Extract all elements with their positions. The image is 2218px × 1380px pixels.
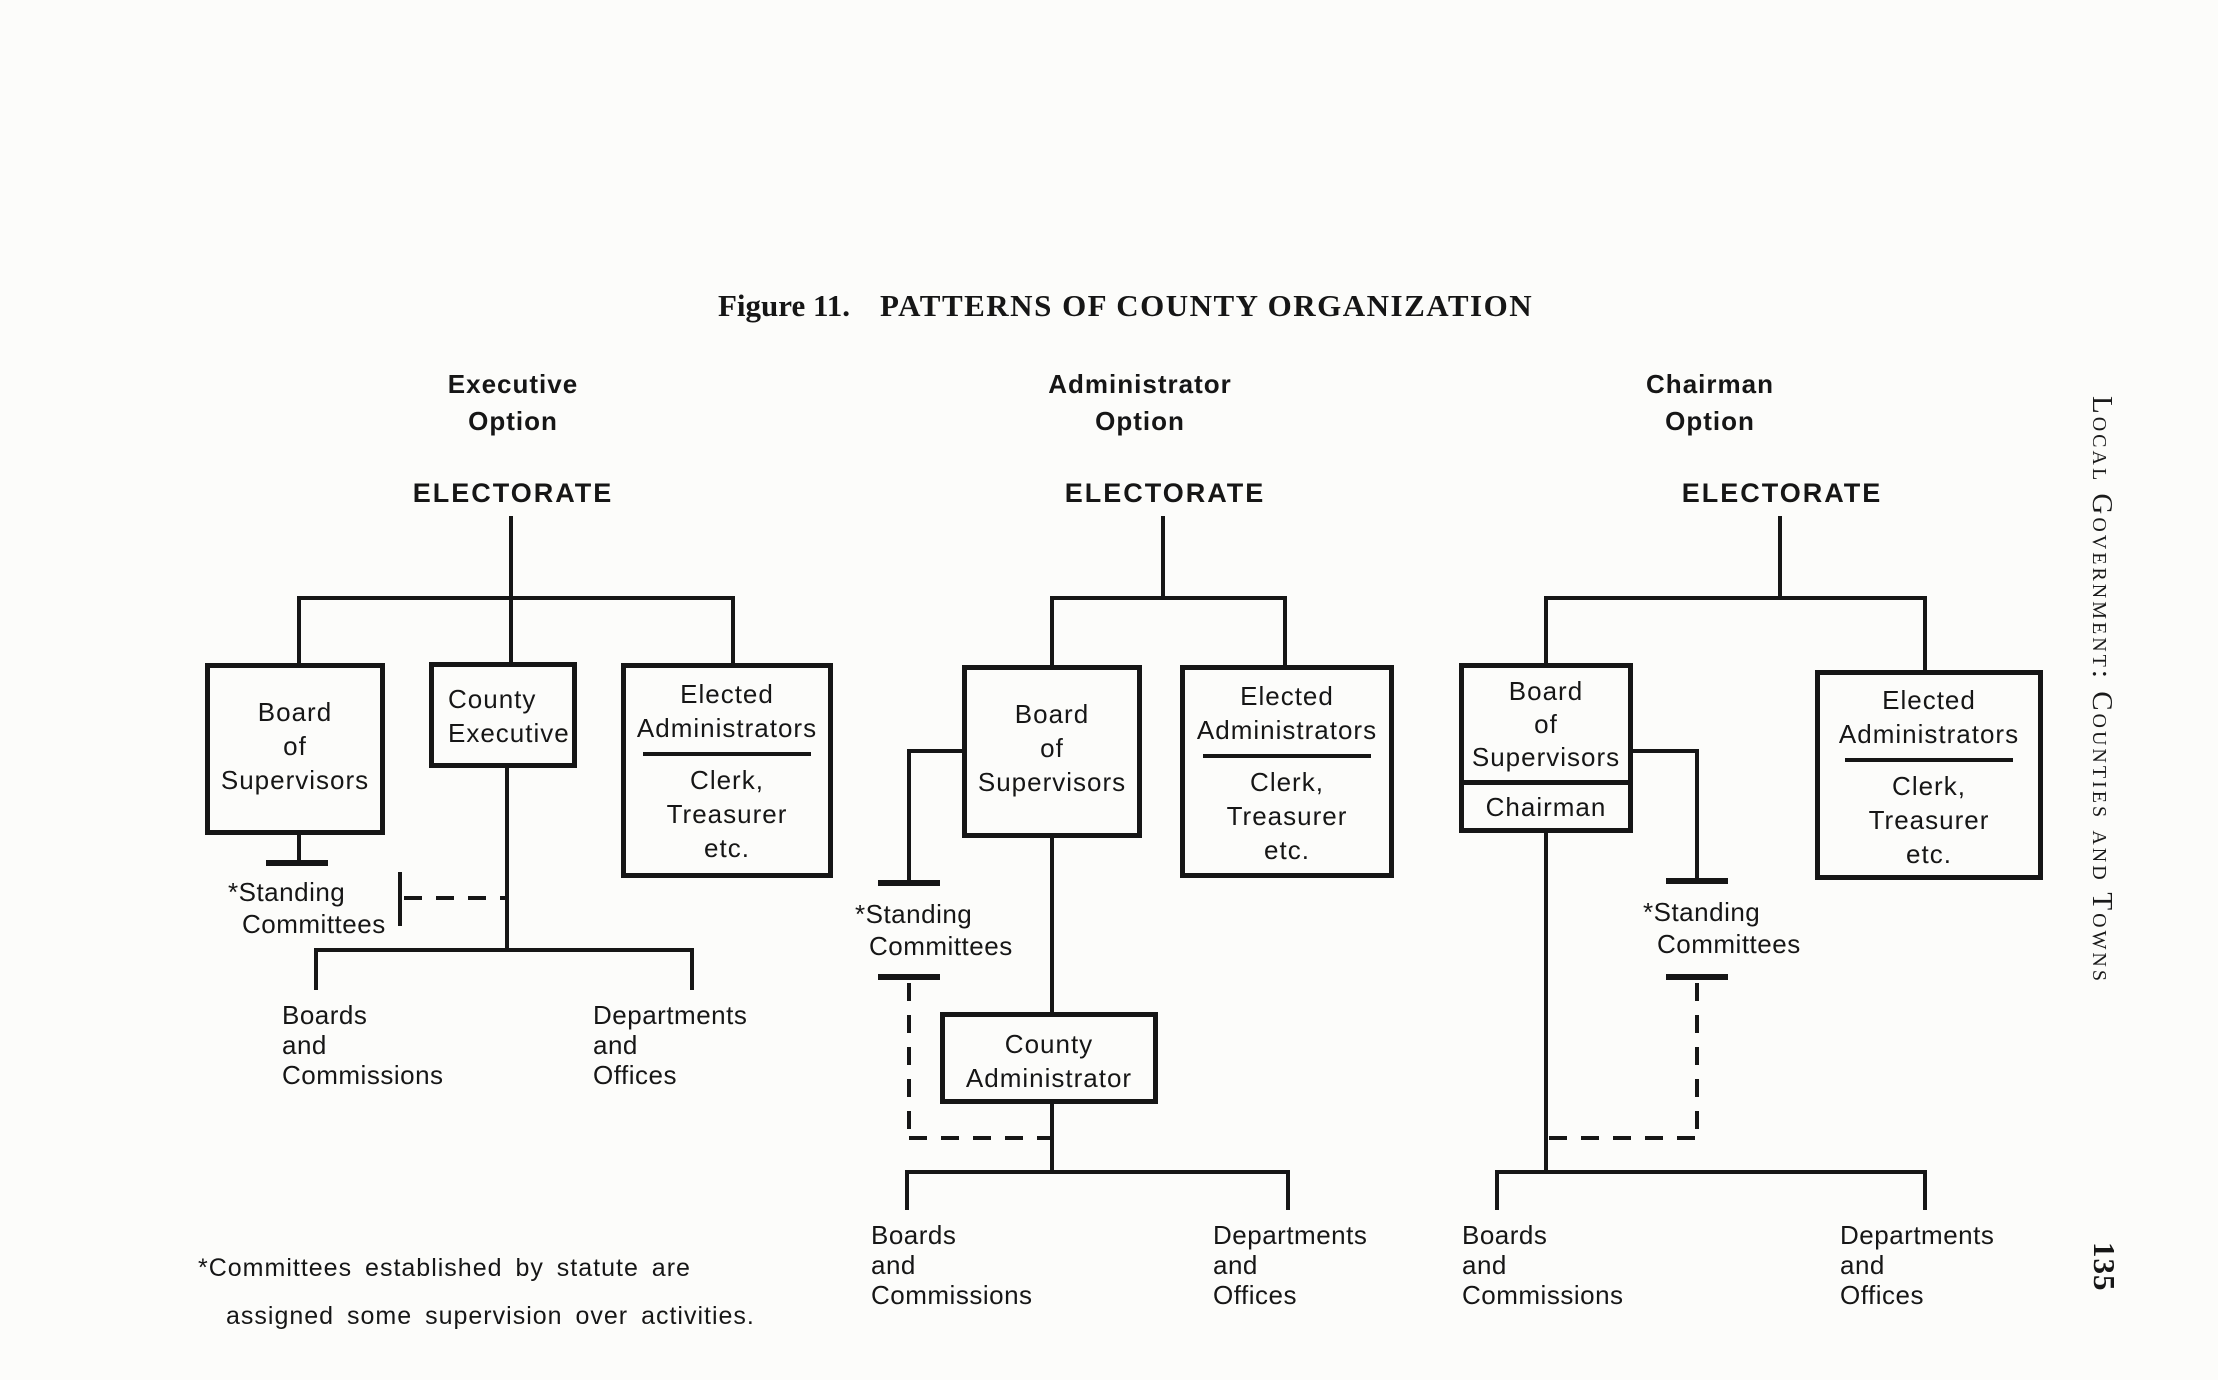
connector-leg (1286, 1172, 1290, 1210)
connector-leg (905, 1172, 909, 1210)
t-bar (1666, 878, 1728, 884)
dashed-connector-v (1695, 983, 1699, 1138)
dashed-connector-h (1549, 1136, 1697, 1140)
box-divider-rule (643, 752, 811, 756)
connector-drop (731, 598, 735, 663)
electorate-label-administrator: ELECTORATE (1064, 478, 1266, 508)
connector-trunk (1161, 516, 1165, 598)
board-of-supervisors-box: Board of Supervisors (205, 663, 385, 835)
connector-drop (297, 598, 301, 663)
figure-title: Figure 11. PATTERNS OF COUNTY ORGANIZATIO… (718, 288, 1533, 324)
board-of-supervisors-chairman-box: Board of Supervisors Chairman (1459, 663, 1633, 833)
standing-committees-label: *Standing Committees (855, 899, 1013, 961)
box-divider-rule (1203, 754, 1371, 758)
connector-leg (690, 950, 694, 990)
connector-tail (297, 835, 301, 861)
box-divider-rule (1845, 758, 2013, 762)
board-of-supervisors-box: Board of Supervisors (962, 665, 1142, 838)
t-bar (878, 974, 940, 980)
standing-committees-label: *Standing Committees (228, 877, 386, 939)
connector-branch (1050, 596, 1287, 600)
boards-commissions-label: Boards and Commissions (1462, 1220, 1624, 1310)
connector-branch (314, 948, 694, 952)
connector-trunk (1050, 838, 1054, 1014)
electorate-label-executive: ELECTORATE (412, 478, 614, 508)
connector-trunk (1544, 833, 1548, 1172)
t-bar (266, 860, 328, 866)
elected-administrators-box: Elected Administrators Clerk, Treasurer … (1815, 670, 2043, 880)
dashed-connector-v (907, 983, 911, 1138)
boards-commissions-label: Boards and Commissions (871, 1220, 1033, 1310)
connector-branch (1495, 1170, 1927, 1174)
connector-branch (297, 596, 735, 600)
connector-trunk (1050, 1104, 1054, 1172)
connector-branch (1544, 596, 1927, 600)
connector-leg (1495, 1172, 1499, 1210)
page-number: 135 (2087, 1242, 2122, 1292)
option-title-chairman: Chairman Option (1646, 369, 1774, 436)
dashed-connector (404, 896, 509, 900)
footnote-line-1: *Committees established by statute are (198, 1254, 691, 1282)
county-administrator-box: County Administrator (940, 1012, 1158, 1104)
connector-leg (314, 950, 318, 990)
connector-drop (1050, 598, 1054, 665)
elected-administrators-box: Elected Administrators Clerk, Treasurer … (1180, 665, 1394, 878)
connector-drop (1283, 598, 1287, 665)
footnote-line-2: assigned some supervision over activitie… (226, 1302, 755, 1330)
option-title-executive: Executive Option (447, 369, 579, 436)
figure-label: Figure 11. (718, 288, 851, 323)
board-of-supervisors-cell: Board of Supervisors (1464, 668, 1628, 785)
connector-leg (1923, 1172, 1927, 1210)
departments-offices-label: Departments and Offices (1840, 1220, 1995, 1310)
t-bar (1666, 974, 1728, 980)
standing-committees-label: *Standing Committees (1643, 897, 1801, 959)
figure-title-text: PATTERNS OF COUNTY ORGANIZATION (880, 288, 1534, 323)
dashed-connector-h (909, 1136, 1054, 1140)
connector-drop (1923, 598, 1927, 670)
electorate-label-chairman: ELECTORATE (1681, 478, 1883, 508)
dashed-connector-tick (398, 872, 402, 926)
connector-branch (905, 1170, 1290, 1174)
departments-offices-label: Departments and Offices (1213, 1220, 1368, 1310)
connector-elbow-h (1633, 749, 1699, 753)
connector-trunk (509, 516, 513, 598)
connector-elbow-v (1695, 749, 1699, 880)
option-title-administrator: Administrator Option (1048, 369, 1232, 436)
chairman-cell: Chairman (1485, 791, 1607, 822)
connector-trunk (1778, 516, 1782, 598)
county-executive-box: County Executive (429, 662, 577, 768)
connector-drop (509, 598, 513, 663)
running-header: Local Government: Counties and Towns (2086, 396, 2118, 985)
departments-offices-label: Departments and Offices (593, 1000, 748, 1090)
boards-commissions-label: Boards and Commissions (282, 1000, 444, 1090)
connector-elbow-v (907, 749, 911, 882)
connector-drop (1544, 598, 1548, 663)
connector-trunk (505, 768, 509, 950)
elected-administrators-box: Elected Administrators Clerk, Treasurer … (621, 663, 833, 878)
t-bar (878, 880, 940, 886)
connector-elbow-h (907, 749, 962, 753)
